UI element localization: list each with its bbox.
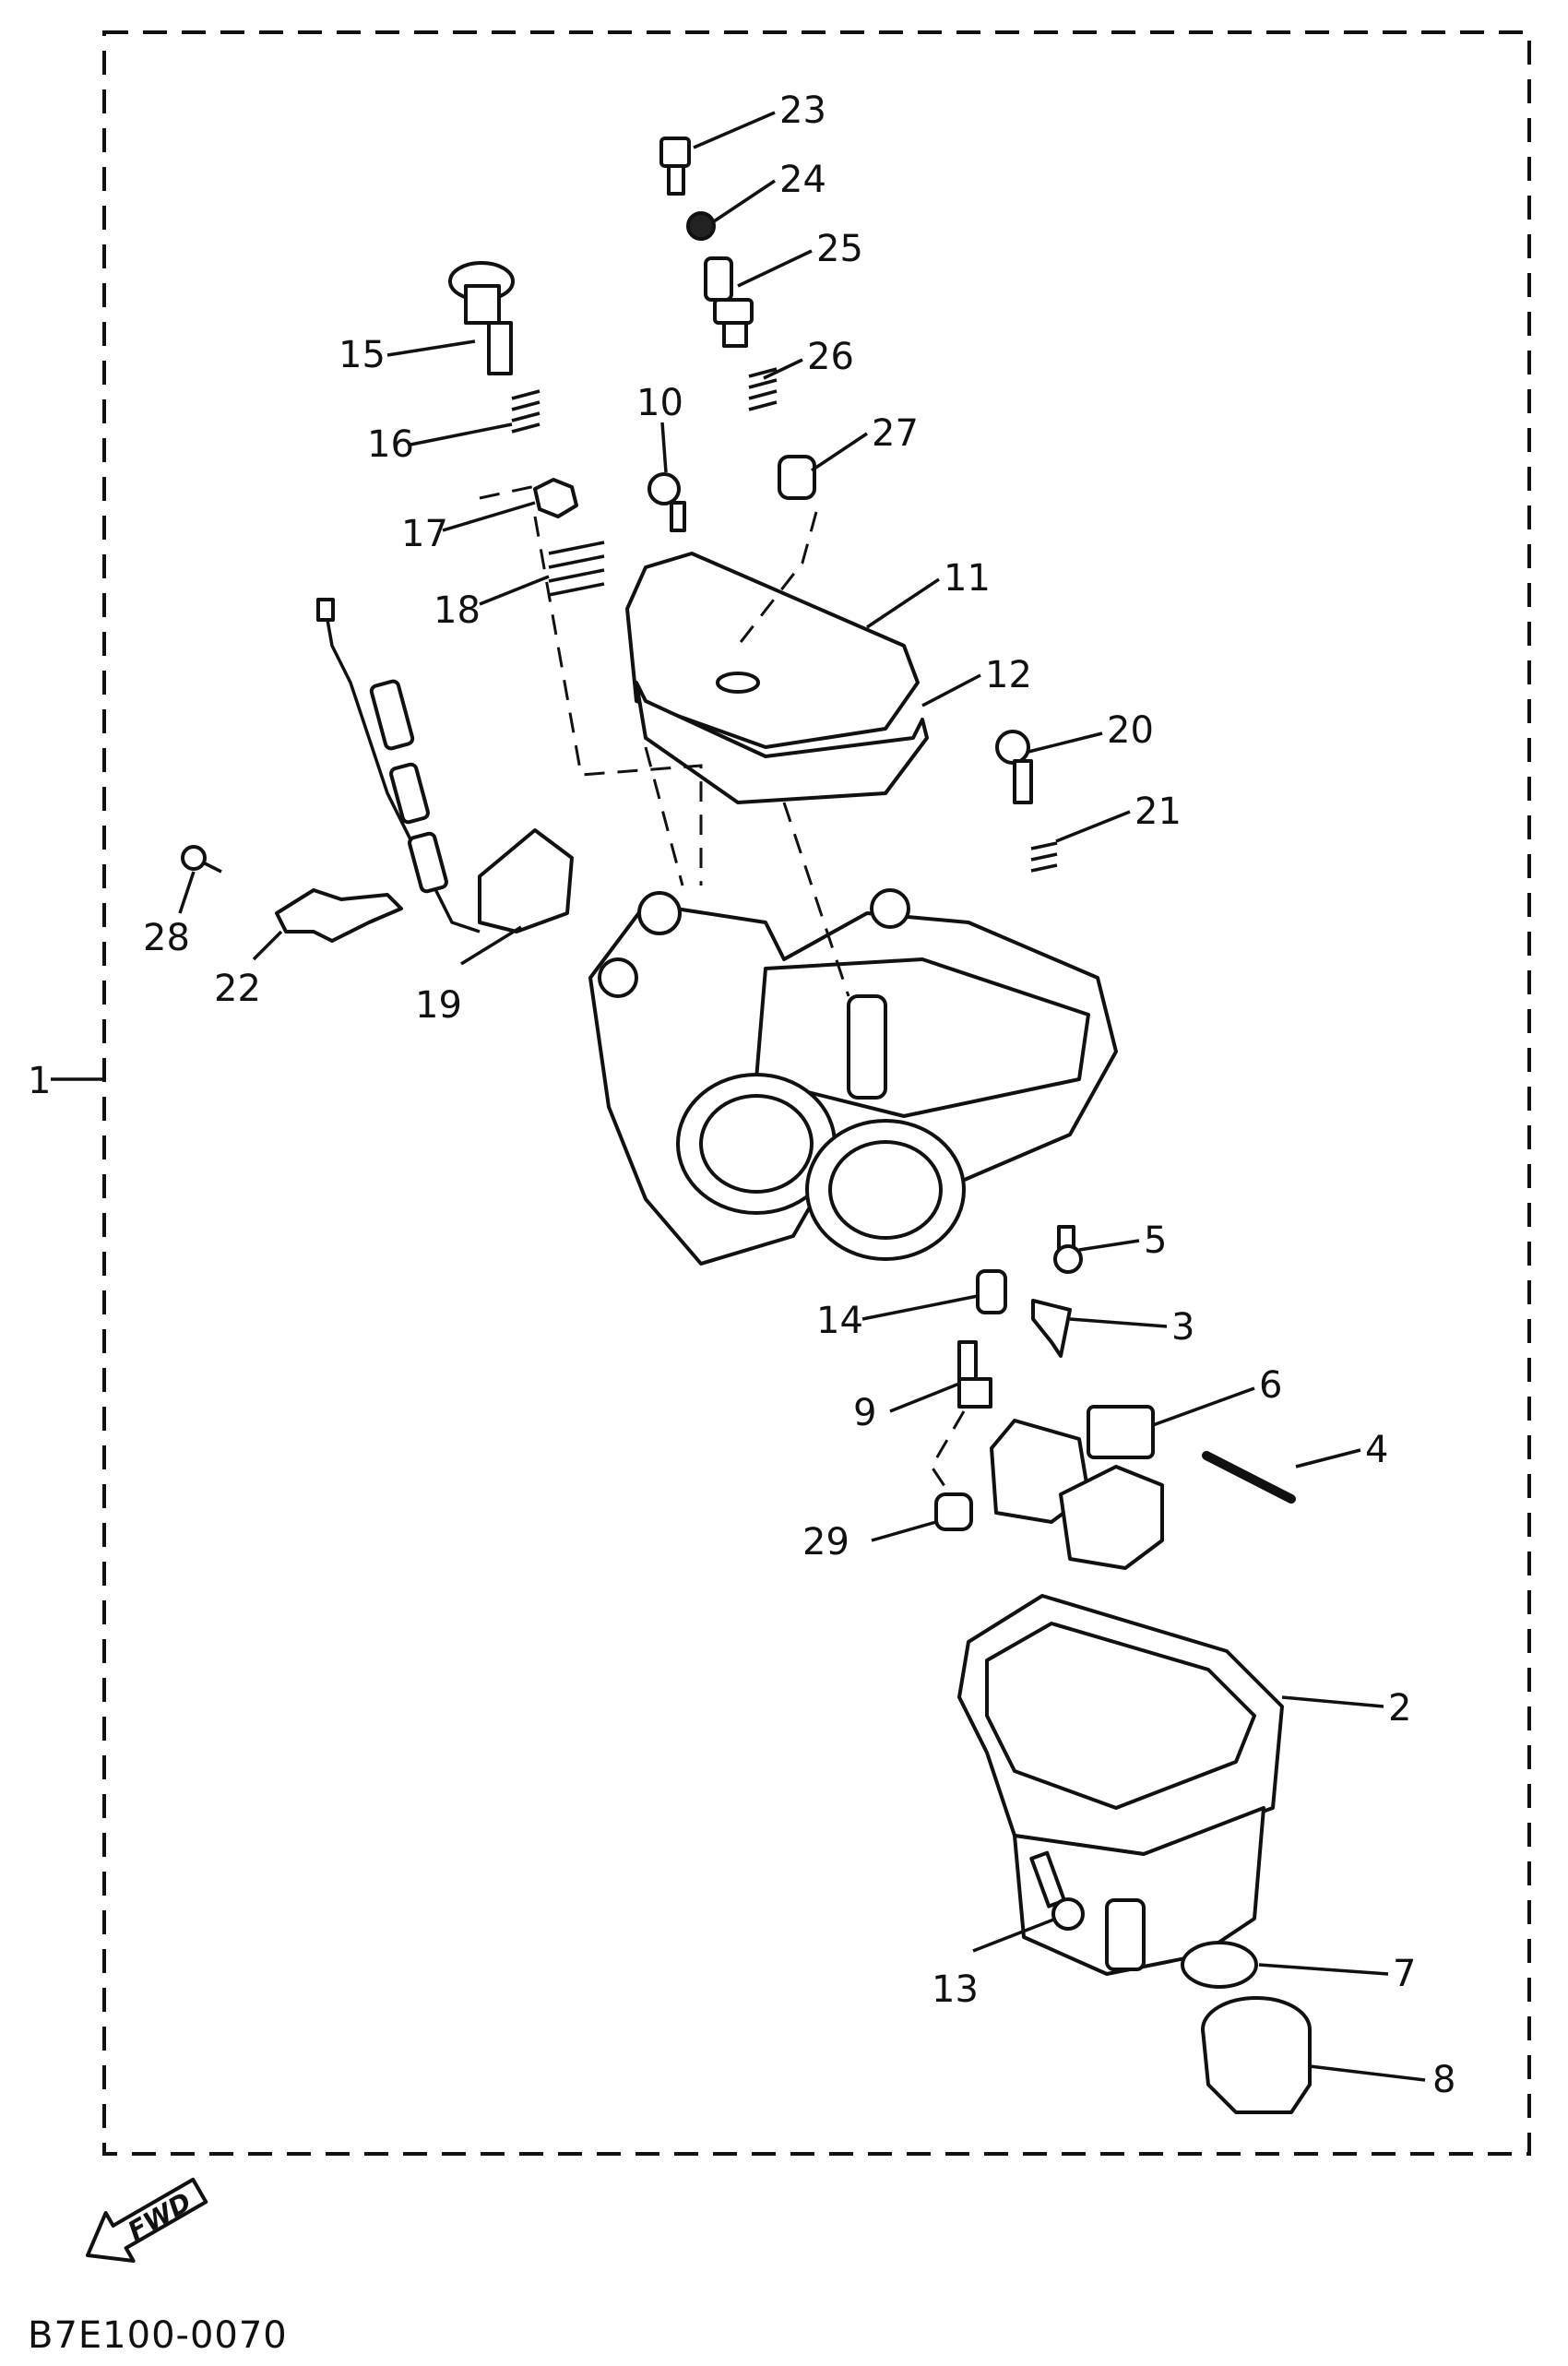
part-22-bracket [275,888,403,943]
part-26-spring [748,367,778,411]
part-label: 12 [985,654,1032,696]
part-label: 3 [1171,1306,1194,1349]
fwd-label: FWD [123,2186,196,2246]
part-label: 17 [401,513,448,555]
alignment-line [782,802,850,997]
part-8-plug [1201,1996,1312,2114]
leader-lines [178,111,1426,2082]
part-carburetor-body [588,888,1118,1266]
part-label: 11 [944,557,991,600]
part-16-spring [511,389,540,434]
alignment-line [644,746,684,886]
cover-hole [716,672,760,694]
part-9-needle-jet [957,1340,992,1409]
part-label: 22 [214,968,261,1010]
diagram-code: B7E100-0070 [28,2314,288,2357]
part-label: 1 [28,1060,51,1102]
part-label: 24 [779,159,826,201]
part-label: 18 [434,589,481,632]
part-label: 25 [816,228,863,270]
part-label: 4 [1365,1429,1388,1471]
part-3-clip [1031,1299,1072,1358]
part-27-cap [778,455,816,500]
part-label: 28 [143,917,190,959]
part-12-gasket [635,681,929,804]
part-23-screw [659,137,691,196]
part-label: 26 [807,336,854,378]
part-20-screw [995,730,1033,804]
alignment-line [479,482,703,886]
part-label: 23 [779,89,826,132]
part-21-spring [1030,841,1058,873]
part-label: 14 [816,1300,863,1342]
part-4-pin [1202,1451,1296,1504]
part-label: 13 [932,1968,979,2011]
part-14-jet [976,1269,1007,1314]
part-label: 5 [1144,1219,1167,1262]
part-19-sensor-cable [316,598,574,933]
part-17-nut [533,478,578,518]
part-13-screw [1029,1850,1085,1931]
part-11-cover [625,552,920,749]
part-label: 2 [1388,1687,1411,1730]
assembly-frame [102,30,1531,2156]
part-label: 19 [415,984,462,1027]
part-label: 21 [1134,791,1182,833]
part-label: 16 [367,423,414,466]
part-28-screw [181,845,222,874]
part-18-spring [548,541,605,597]
part-label: 6 [1259,1364,1282,1407]
part-5-screw [1053,1225,1083,1274]
part-6-float [990,1405,1164,1570]
part-label: 27 [872,412,919,455]
alignment-line [930,1410,966,1495]
part-label: 7 [1393,1953,1416,1995]
part-label: 10 [636,382,683,424]
part-15-screw [448,261,515,375]
part-label: 20 [1107,709,1154,752]
part-7-o-ring [1181,1941,1258,1989]
part-2-float-bowl [957,1594,1284,1976]
part-10-screw [647,472,686,532]
part-label: 29 [802,1521,849,1563]
part-label: 8 [1432,2059,1455,2101]
part-24-washer [686,211,716,241]
alignment-line [736,511,818,647]
part-label: 15 [339,334,386,376]
part-label: 9 [853,1392,876,1434]
fwd-arrow-icon: FWD [86,2177,208,2263]
part-29-cap [934,1492,973,1531]
part-25-valve [704,256,754,348]
